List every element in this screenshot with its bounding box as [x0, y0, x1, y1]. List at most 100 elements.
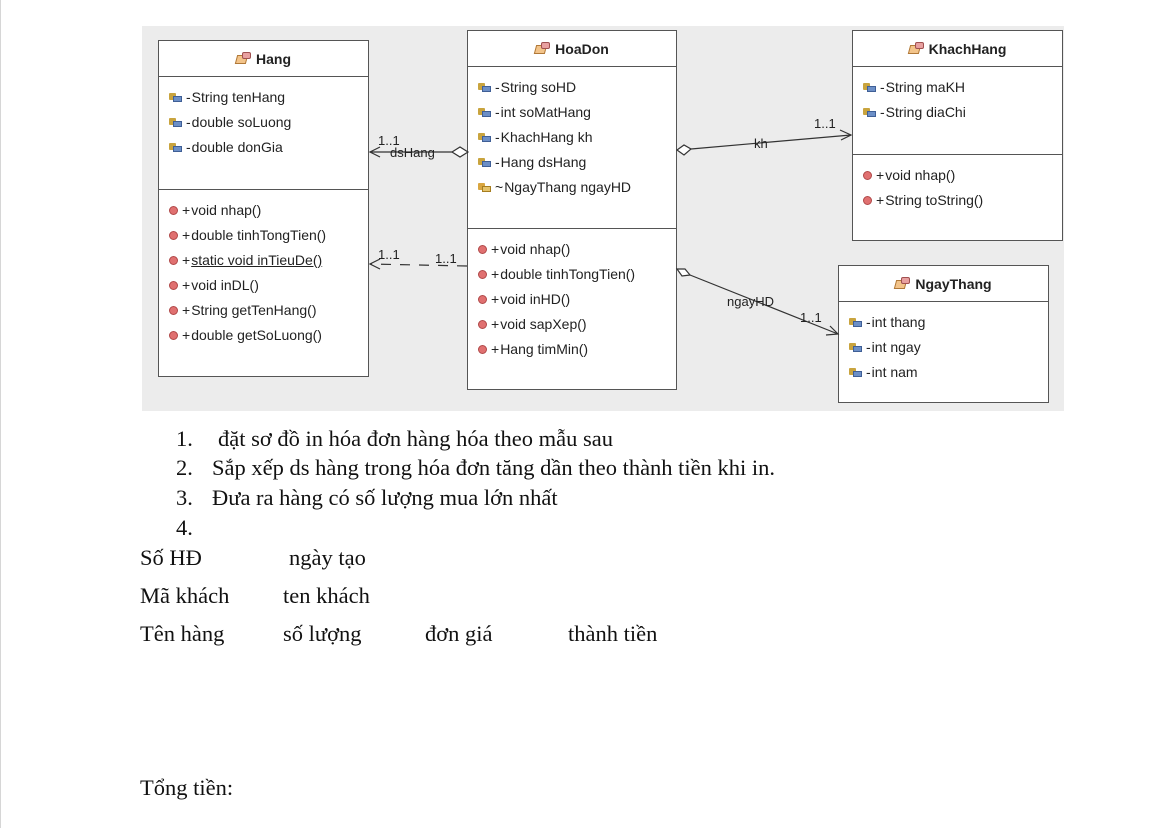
label-ten-khach: ten khách	[283, 583, 370, 608]
list-item-4-number: 4.	[176, 515, 193, 540]
class-hoadon-name: HoaDon	[555, 40, 609, 57]
column-so-luong: số lượng	[283, 621, 362, 646]
class-khachhang-attributes: -String maKH -String diaChi	[853, 67, 1062, 155]
field-icon	[849, 367, 862, 378]
method-row: +void inDL()	[159, 273, 368, 298]
attribute-row: -double soLuong	[159, 110, 368, 135]
dependency-line	[369, 263, 468, 267]
class-khachhang-methods: +void nhap() +String toString()	[853, 155, 1062, 213]
method-row: +Hang timMin()	[468, 337, 676, 362]
attribute-row: -KhachHang kh	[468, 125, 676, 150]
class-ngaythang-name: NgayThang	[915, 275, 992, 292]
dependency-multiplicity-hoadon: 1..1	[435, 251, 457, 266]
dependency-arrowhead	[368, 258, 381, 270]
class-hang-header: Hang	[159, 41, 368, 77]
class-ngaythang: NgayThang -int thang -int ngay -int nam	[838, 265, 1049, 403]
class-icon	[907, 42, 925, 55]
class-icon	[894, 277, 911, 290]
ngayhd-role-label: ngayHD	[727, 294, 774, 309]
field-icon	[849, 317, 862, 328]
class-hoadon-header: HoaDon	[468, 31, 676, 67]
field-icon	[863, 107, 876, 118]
attribute-row: -int soMatHang	[468, 100, 676, 125]
method-row: +double getSoLuong()	[159, 323, 368, 348]
class-ngaythang-header: NgayThang	[839, 266, 1048, 302]
field-icon	[169, 92, 182, 103]
kh-arrowhead	[839, 129, 853, 141]
field-icon	[478, 82, 491, 93]
ngayhd-multiplicity: 1..1	[800, 310, 822, 325]
method-row: +void nhap()	[159, 198, 368, 223]
dshang-aggregation-diamond	[450, 146, 470, 158]
kh-aggregation-diamond	[675, 144, 693, 156]
ngayhd-arrowhead	[825, 325, 840, 336]
dependency-multiplicity-hang: 1..1	[378, 247, 400, 262]
class-icon	[234, 52, 252, 65]
list-item-2-number: 2.	[176, 455, 193, 480]
class-hang-attributes: -String tenHang -double soLuong -double …	[159, 77, 368, 190]
class-hoadon-methods: +void nhap() +double tinhTongTien() +voi…	[468, 229, 676, 362]
field-icon	[863, 82, 876, 93]
label-tong-tien: Tổng tiền:	[140, 775, 234, 800]
method-icon	[478, 245, 487, 254]
ngayhd-association-line	[689, 274, 839, 335]
method-row: +double tinhTongTien()	[468, 262, 676, 287]
column-ten-hang: Tên hàng	[140, 621, 225, 646]
class-khachhang: KhachHang -String maKH -String diaChi +v…	[852, 30, 1063, 241]
column-don-gia: đơn giá	[425, 621, 493, 646]
ngayhd-aggregation-diamond	[675, 268, 692, 277]
dshang-arrowhead	[368, 146, 381, 158]
attribute-row: -int ngay	[839, 335, 1048, 360]
method-icon	[863, 171, 872, 180]
list-item-3-number: 3.	[176, 485, 193, 510]
field-icon	[478, 107, 491, 118]
method-icon	[169, 331, 178, 340]
method-row: +String getTenHang()	[159, 298, 368, 323]
attribute-row: -int thang	[839, 310, 1048, 335]
attribute-row: -Hang dsHang	[468, 150, 676, 175]
page-edge	[0, 0, 1, 828]
label-ngay-tao: ngày tạo	[289, 545, 366, 570]
method-icon	[478, 345, 487, 354]
attribute-row: ~NgayThang ngayHD	[468, 175, 676, 200]
class-khachhang-header: KhachHang	[853, 31, 1062, 67]
label-ma-khach: Mã khách	[140, 583, 230, 608]
method-row: +void nhap()	[468, 237, 676, 262]
class-hang-methods: +void nhap() +double tinhTongTien() +sta…	[159, 190, 368, 348]
attribute-row: -String diaChi	[853, 100, 1062, 125]
method-row: +void nhap()	[853, 163, 1062, 188]
label-so-hd: Số HĐ	[140, 545, 202, 570]
class-hoadon-attributes: -String soHD -int soMatHang -KhachHang k…	[468, 67, 676, 229]
method-icon	[169, 256, 178, 265]
attribute-row: -double donGia	[159, 135, 368, 160]
attribute-row: -String soHD	[468, 75, 676, 100]
package-field-icon	[478, 182, 491, 193]
field-icon	[478, 132, 491, 143]
dshang-multiplicity: 1..1	[378, 133, 400, 148]
class-ngaythang-attributes: -int thang -int ngay -int nam	[839, 302, 1048, 385]
method-row: +void sapXep()	[468, 312, 676, 337]
method-icon	[478, 270, 487, 279]
attribute-row: -String maKH	[853, 75, 1062, 100]
field-icon	[169, 117, 182, 128]
class-hang-name: Hang	[256, 50, 291, 67]
list-item-3-text: Đưa ra hàng có số lượng mua lớn nhất	[212, 485, 558, 510]
method-icon	[478, 320, 487, 329]
method-icon	[169, 306, 178, 315]
method-row: +static void inTieuDe()	[159, 248, 368, 273]
list-item-2-text: Sắp xếp ds hàng trong hóa đơn tăng dần t…	[212, 455, 776, 480]
association-links: 1..1 dsHang 1..1 1..1 kh 1..1 ngayHD 1..…	[368, 116, 853, 336]
kh-role-label: kh	[754, 136, 768, 151]
method-row: +String toString()	[853, 188, 1062, 213]
class-khachhang-name: KhachHang	[928, 40, 1007, 57]
class-hoadon: HoaDon -String soHD -int soMatHang -Khac…	[467, 30, 677, 390]
method-row: +double tinhTongTien()	[159, 223, 368, 248]
dshang-role-label: dsHang	[390, 145, 435, 160]
method-icon	[169, 231, 178, 240]
column-thanh-tien: thành tiền	[568, 621, 658, 646]
class-icon	[533, 42, 551, 55]
attribute-row: -int nam	[839, 360, 1048, 385]
class-hang: Hang -String tenHang -double soLuong -do…	[158, 40, 369, 377]
list-item-1-number: 1.	[176, 426, 193, 451]
method-icon	[863, 196, 872, 205]
